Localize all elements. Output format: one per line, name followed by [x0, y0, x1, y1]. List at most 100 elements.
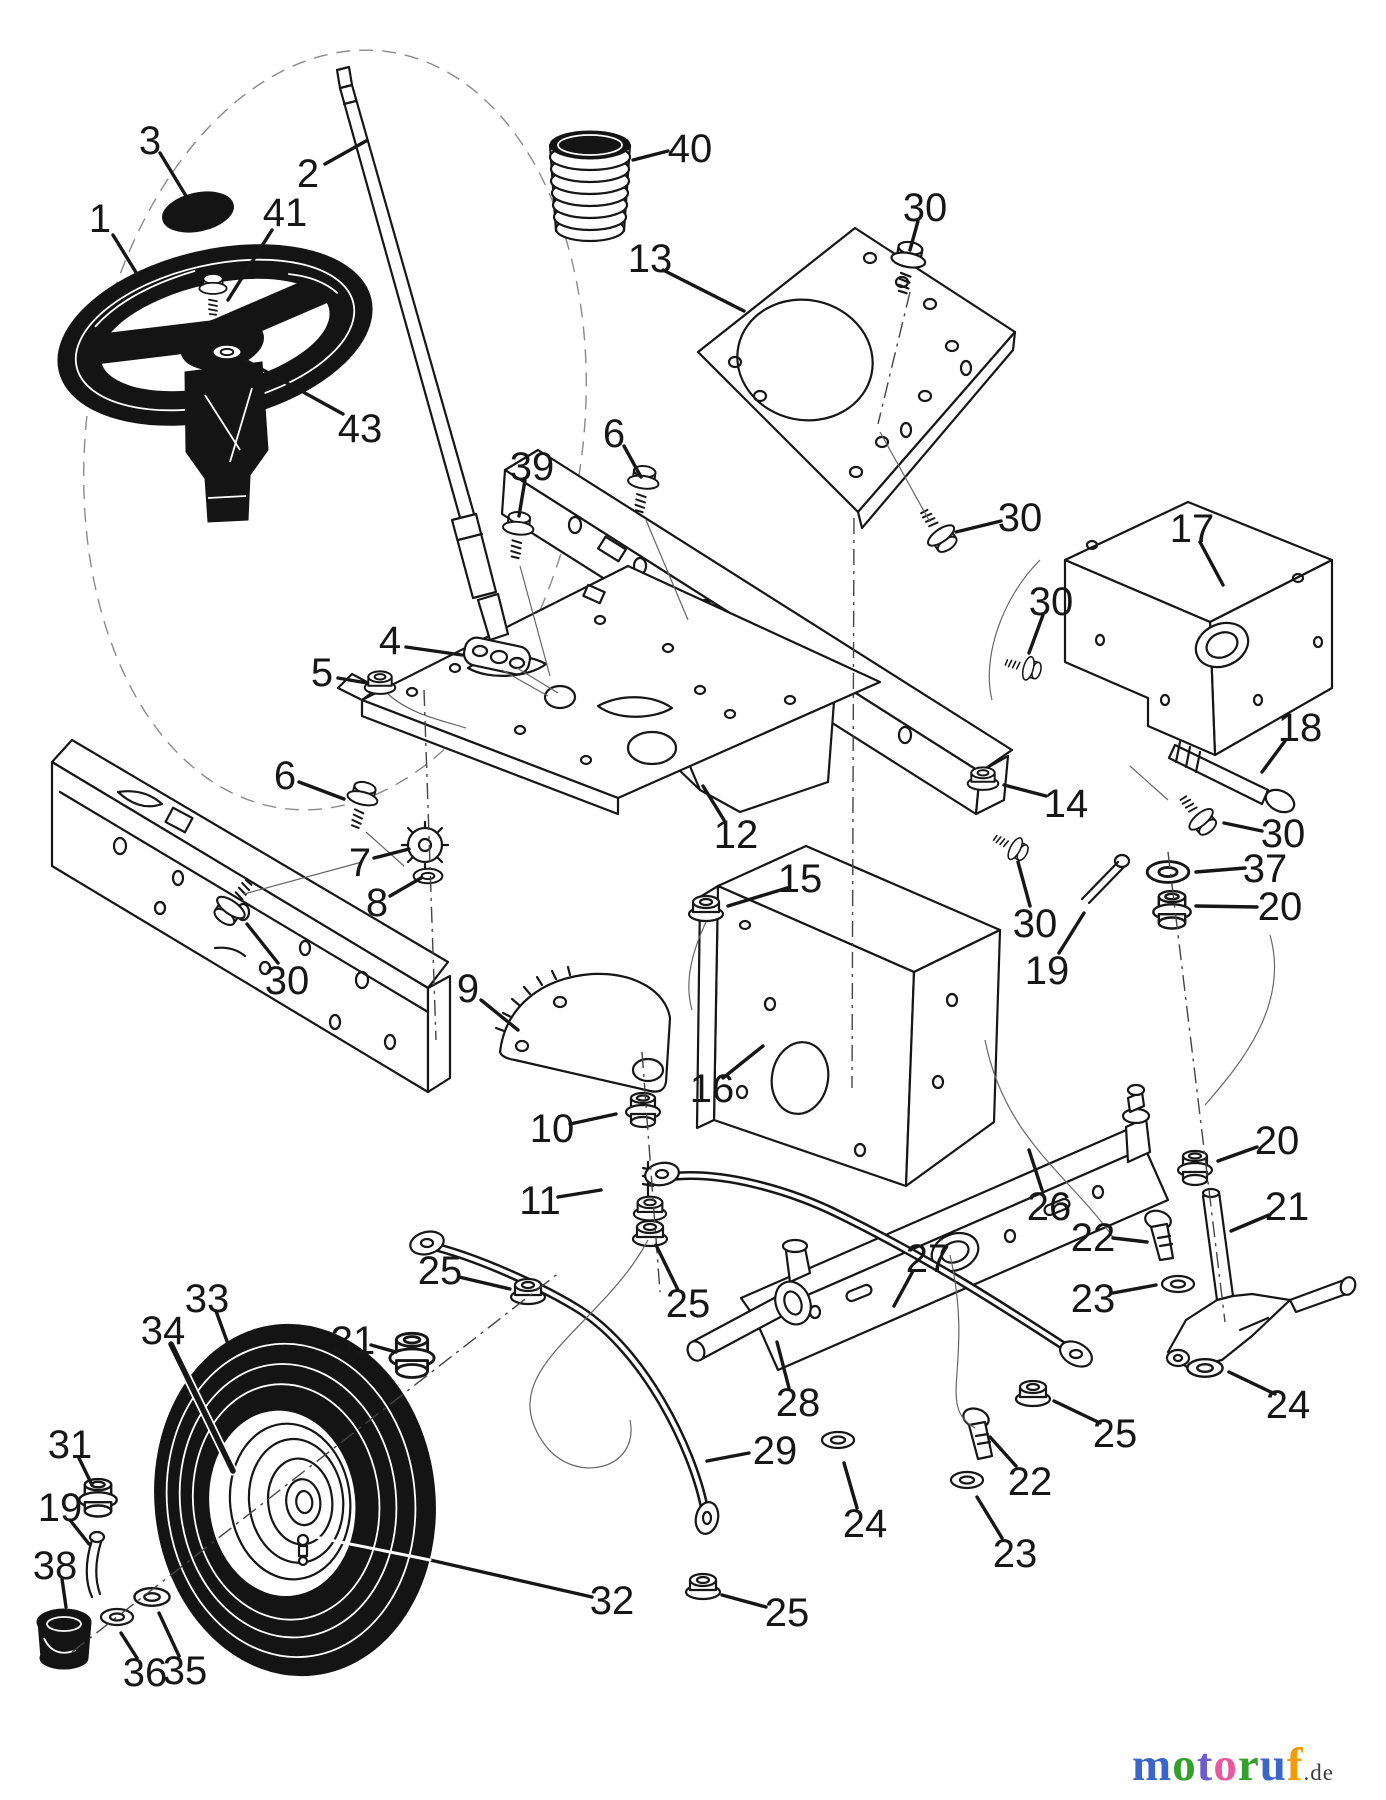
- callout-22: 22: [988, 1435, 1053, 1504]
- part-number-label: 25: [765, 1591, 810, 1635]
- callout-7: 7: [349, 841, 411, 885]
- logo-letter: u: [1259, 1739, 1287, 1791]
- nut-25b: [631, 1219, 669, 1248]
- part-number-label: 29: [753, 1429, 798, 1473]
- part-number-label: 41: [263, 191, 308, 235]
- leader-line: [975, 1495, 1004, 1540]
- leader-line: [372, 847, 411, 860]
- callout-3: 3: [139, 119, 188, 198]
- screw-30c: [1002, 650, 1045, 684]
- part-number-label: 30: [1261, 812, 1306, 856]
- leader-line: [119, 1631, 139, 1660]
- callout-31: 31: [48, 1423, 94, 1487]
- leader-line: [701, 784, 726, 822]
- part-number-label: 22: [1008, 1460, 1053, 1504]
- leader-line: [336, 676, 369, 685]
- leader-line: [158, 151, 188, 198]
- part-number-label: 9: [457, 967, 479, 1011]
- leader-line: [157, 1611, 181, 1658]
- part-number-label: 23: [993, 1532, 1038, 1576]
- part-number-label: 11: [519, 1179, 561, 1223]
- callout-30: 30: [245, 922, 310, 1003]
- callout-11: 11: [519, 1179, 603, 1223]
- leader-line: [245, 922, 280, 965]
- bolt-22-right: [1144, 1209, 1175, 1262]
- part-number-label: 25: [418, 1249, 463, 1293]
- part-number-label: 43: [338, 407, 383, 451]
- leader-line: [1111, 1236, 1149, 1244]
- tie-rod-29: [409, 1230, 720, 1535]
- cotter-pin-19-left: [85, 1530, 106, 1599]
- leader-line-white-segment: [313, 1535, 432, 1562]
- leader-line: [1222, 821, 1264, 833]
- leader-line: [369, 1343, 398, 1354]
- part-number-label: 27: [906, 1237, 951, 1281]
- callout-30: 30: [903, 186, 948, 252]
- part-number-label: 26: [1027, 1185, 1072, 1229]
- part-number-label: 37: [1243, 847, 1288, 891]
- pinion-gear: [400, 820, 450, 870]
- steering-wheel-cap: [162, 191, 234, 233]
- steering-boot: [548, 130, 632, 243]
- bolt-39: [498, 509, 537, 561]
- leader-line: [457, 1275, 512, 1291]
- callout-29: 29: [705, 1429, 798, 1473]
- part-number-label: 32: [590, 1579, 635, 1623]
- leader-line: [1194, 904, 1259, 909]
- bushing-20-upper: [1152, 889, 1192, 930]
- leader-line: [323, 139, 368, 166]
- part-number-label: 25: [666, 1282, 711, 1326]
- callout-4: 4: [379, 619, 464, 663]
- callout-25: 25: [720, 1591, 810, 1635]
- leader-line: [1260, 739, 1287, 774]
- callout-20: 20: [1194, 885, 1303, 929]
- callout-39: 39: [510, 445, 554, 518]
- bushing-31-left: [78, 1477, 118, 1518]
- callout-25: 25: [418, 1249, 512, 1293]
- part-number-label: 17: [1170, 507, 1215, 551]
- callout-40: 40: [631, 127, 712, 171]
- part-number-label: 30: [265, 959, 310, 1003]
- callout-32: 32: [313, 1535, 635, 1623]
- callout-19: 19: [1025, 911, 1086, 993]
- callout-30: 30: [954, 496, 1042, 540]
- bushing-31-right: [388, 1331, 436, 1379]
- part-number-label: 7: [349, 841, 371, 885]
- part-number-label: 14: [1044, 782, 1089, 826]
- seat-plate: [696, 226, 1017, 530]
- part-number-label: 22: [1071, 1216, 1116, 1260]
- callout-5: 5: [311, 651, 369, 695]
- leader-line: [726, 886, 789, 908]
- leader-line: [1002, 783, 1048, 798]
- part-number-label: 30: [903, 186, 948, 230]
- callout-25: 25: [1052, 1399, 1137, 1456]
- leader-line: [661, 268, 746, 313]
- washer-24-right: [1186, 1357, 1224, 1379]
- sector-gear: [494, 965, 672, 1093]
- leader-line: [517, 478, 527, 518]
- part-number-label: 20: [1258, 885, 1303, 929]
- leader-line: [1016, 860, 1032, 908]
- part-number-label: 4: [379, 619, 401, 663]
- callout-38: 38: [33, 1544, 77, 1609]
- part-number-label: 35: [163, 1649, 208, 1693]
- leader-line: [1052, 1399, 1102, 1425]
- leader-line: [111, 233, 139, 276]
- callout-18: 18: [1260, 706, 1322, 774]
- leader-line: [954, 519, 1003, 534]
- leader-line: [479, 998, 520, 1032]
- part-number-label: 21: [1265, 1185, 1310, 1229]
- leader-line: [1198, 540, 1225, 587]
- bolt-6-upper: [622, 463, 662, 515]
- leader-line: [556, 1188, 603, 1199]
- callout-25: 25: [654, 1243, 711, 1326]
- part-number-label: 13: [628, 237, 673, 281]
- leader-line: [388, 876, 423, 898]
- leader-line: [1027, 613, 1045, 655]
- callout-6: 6: [274, 754, 346, 801]
- callout-1: 1: [89, 197, 139, 276]
- leader-line: [68, 1518, 91, 1546]
- callout-19: 19: [38, 1486, 91, 1546]
- leader-line: [988, 1435, 1018, 1468]
